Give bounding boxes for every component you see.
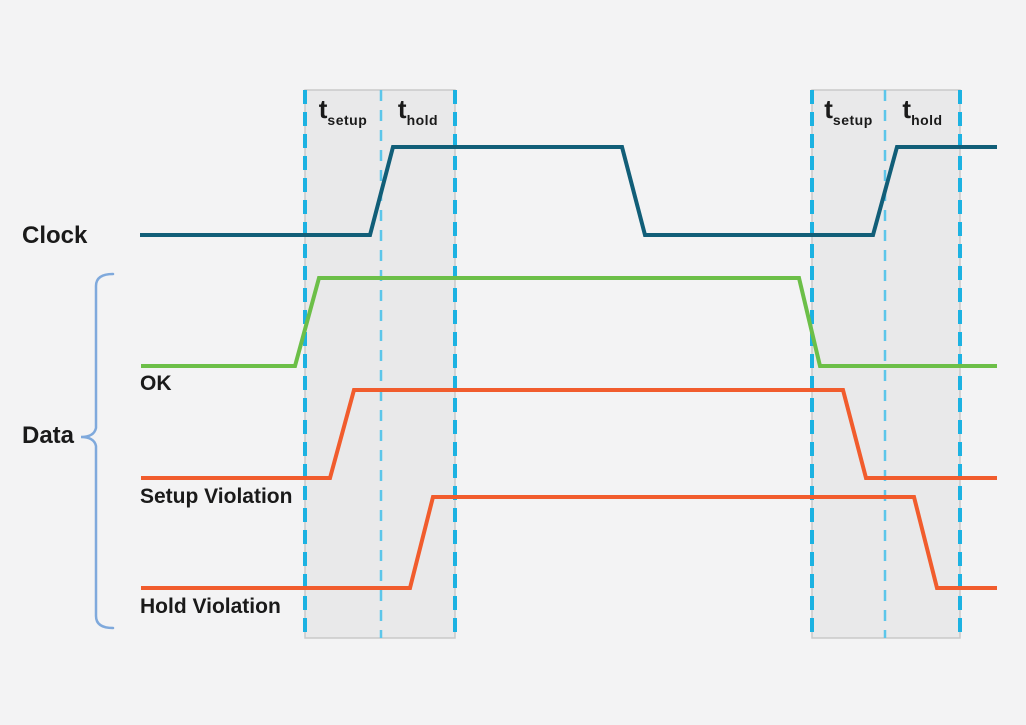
- t-symbol: t: [824, 94, 833, 124]
- ok-signal-label: OK: [140, 372, 172, 395]
- setup-subscript: setup: [327, 112, 368, 128]
- thold-label-window1: thold: [381, 94, 455, 138]
- hold-violation-waveform: [141, 495, 997, 590]
- thold-label-window2: thold: [885, 94, 960, 138]
- t-symbol: t: [902, 94, 912, 124]
- setup-subscript: setup: [832, 112, 873, 128]
- t-symbol: t: [397, 94, 407, 124]
- setup-violation-signal-label: Setup Violation: [140, 485, 293, 508]
- timing-window-region: [304, 89, 456, 639]
- data-group-brace: [80, 272, 115, 630]
- setup-violation-waveform: [141, 388, 997, 480]
- clock-signal-label: Clock: [22, 222, 88, 249]
- data-group-label: Data: [22, 422, 75, 449]
- tsetup-label-window2: tsetup: [812, 94, 885, 138]
- hold-violation-signal-label: Hold Violation: [140, 595, 281, 618]
- hold-subscript: hold: [911, 112, 943, 128]
- ok-waveform: [141, 276, 997, 368]
- hold-subscript: hold: [406, 112, 439, 128]
- t-symbol: t: [318, 94, 328, 124]
- tsetup-label-window1: tsetup: [305, 94, 381, 138]
- clock-waveform: [140, 145, 997, 237]
